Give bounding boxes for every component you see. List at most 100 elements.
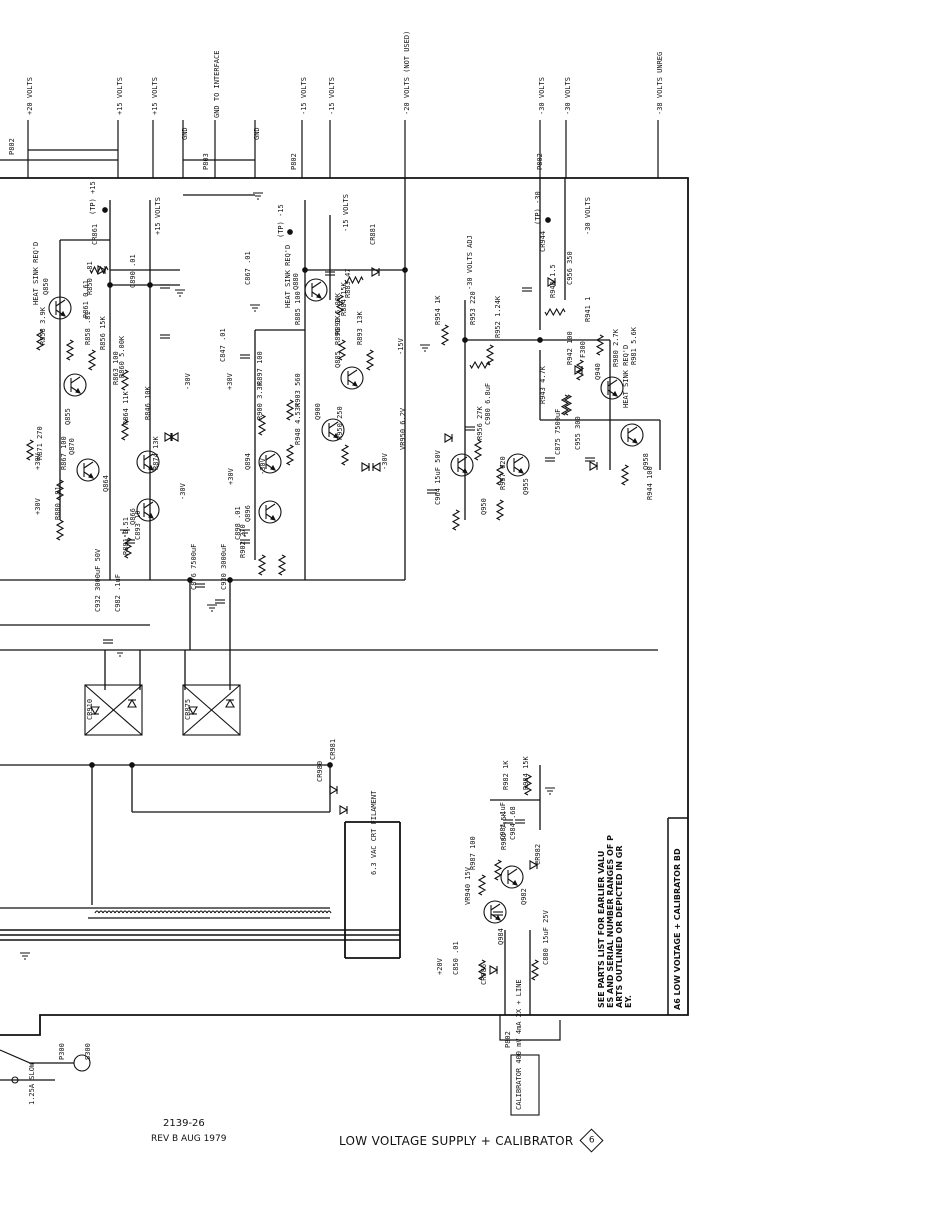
resistor xyxy=(337,339,347,361)
component-q950: Q950 xyxy=(480,498,488,515)
component-cr861: CR861 xyxy=(91,224,99,245)
rail-inner-label: -15 VOLTS xyxy=(342,194,350,232)
diode xyxy=(444,433,454,443)
rail-label-m15b: -15 VOLTS xyxy=(328,77,336,115)
component-c981: C981 .1uF xyxy=(499,802,507,840)
resistor xyxy=(477,874,487,896)
resistor xyxy=(65,339,75,361)
component-c880: C880 15uF 25V xyxy=(542,909,550,965)
component-r897: R897 100 xyxy=(256,351,264,385)
resistor xyxy=(285,444,295,466)
diode xyxy=(574,365,584,375)
component-c984: C984 .68 xyxy=(509,806,517,840)
transformer-winding xyxy=(198,910,204,914)
rail-inner-label: +15 VOLTS xyxy=(154,197,162,235)
connector-p802: P802 xyxy=(536,153,544,170)
transformer-winding xyxy=(290,910,296,914)
transformer-winding xyxy=(270,910,276,914)
component-q864: Q864 xyxy=(102,475,110,492)
supply-voltage: +30V xyxy=(227,467,235,485)
resistor xyxy=(523,774,533,796)
component-c847: C847 .01 xyxy=(219,328,227,362)
transformer-winding xyxy=(138,910,144,914)
resistor xyxy=(335,294,345,316)
component-cr944: CR944 xyxy=(539,231,547,252)
component-q896: Q896 xyxy=(244,505,252,522)
transformer-winding xyxy=(190,910,196,914)
component-r944: R944 100 xyxy=(646,466,654,500)
component-c875: C875 7500uF xyxy=(554,409,562,455)
transistor-collector xyxy=(328,421,339,429)
schematic-title: LOW VOLTAGE SUPPLY + CALIBRATOR xyxy=(339,1134,574,1148)
diode xyxy=(339,805,349,815)
ground-icon xyxy=(420,344,430,352)
transformer-winding xyxy=(238,910,244,914)
resistor xyxy=(120,419,130,441)
bridge-diag xyxy=(182,684,241,736)
transistor-arrow xyxy=(495,914,502,921)
rail-inner-label: -30 VOLTS ADJ xyxy=(466,235,474,290)
transformer-winding xyxy=(162,910,168,914)
junction-dot xyxy=(402,267,408,273)
rail-label-p15b: +15 VOLTS xyxy=(151,77,159,115)
transistor-collector xyxy=(83,461,94,469)
supply-voltage: -30V xyxy=(381,452,389,470)
transformer-winding xyxy=(130,910,136,914)
transformer-winding xyxy=(98,910,104,914)
annotation-heat-sink: HEAT SINK REQ'D xyxy=(622,345,630,408)
component-r902: R902 270 xyxy=(239,524,247,558)
resistor xyxy=(493,859,503,881)
component-c956: C956 350 xyxy=(566,251,574,285)
transformer-winding xyxy=(326,910,332,914)
resistor xyxy=(120,369,130,391)
transformer-winding xyxy=(158,910,164,914)
component-r850: R850 .81 xyxy=(86,261,94,295)
component-r861: R861 0.61 xyxy=(82,280,90,318)
component-q880: Q880 xyxy=(292,273,300,290)
transformer-winding xyxy=(210,910,216,914)
annotation-heat-sink: HEAT SINK REQ'D xyxy=(32,242,40,305)
diode xyxy=(371,462,381,472)
transistor-Q850 xyxy=(48,296,72,320)
rail-label-m30b: -30 VOLTS xyxy=(564,77,572,115)
component-r986: R986 7.5K xyxy=(500,811,508,850)
component-r984: R984 15K xyxy=(522,755,530,790)
diode xyxy=(529,860,539,870)
transformer-winding xyxy=(286,910,292,914)
transistor-Q885 xyxy=(340,366,364,390)
transistor-collector xyxy=(607,379,618,387)
board-name: A6 LOW VOLTAGE + CALIBRATOR BD xyxy=(673,848,682,1010)
transistor-arrow xyxy=(512,879,519,886)
junction-dot xyxy=(187,577,193,583)
transistor-Q880 xyxy=(304,278,328,302)
junction-dot xyxy=(227,577,233,583)
transistor-Q950 xyxy=(450,453,474,477)
diode xyxy=(589,461,599,471)
resistor xyxy=(575,359,585,381)
diode xyxy=(489,965,499,975)
transistor-collector xyxy=(457,456,468,464)
supply-voltage: +30V xyxy=(226,372,234,390)
junction-dot xyxy=(545,217,551,223)
transformer-winding xyxy=(110,910,116,914)
resistor xyxy=(89,265,109,275)
transformer-winding xyxy=(246,910,252,914)
ground-icon xyxy=(250,304,260,312)
transformer-winding xyxy=(262,910,268,914)
transformer-winding xyxy=(298,910,304,914)
diode xyxy=(371,267,381,277)
resistor xyxy=(563,394,573,416)
diode xyxy=(97,265,107,275)
rail-label-m15a: -15 VOLTS xyxy=(300,77,308,115)
component-r864: R864 11K xyxy=(122,390,130,425)
transformer-winding xyxy=(186,910,192,914)
transformer-winding xyxy=(274,910,280,914)
transformer-winding xyxy=(218,910,224,914)
junction-dot xyxy=(287,229,293,235)
component-s300: S300 xyxy=(84,1043,92,1060)
component-r867: R867 100 xyxy=(60,436,68,470)
connector-p802: P802 xyxy=(290,153,298,170)
component-r987: R987 100 xyxy=(469,836,477,870)
transformer-winding xyxy=(322,910,328,914)
transformer-winding xyxy=(146,910,152,914)
